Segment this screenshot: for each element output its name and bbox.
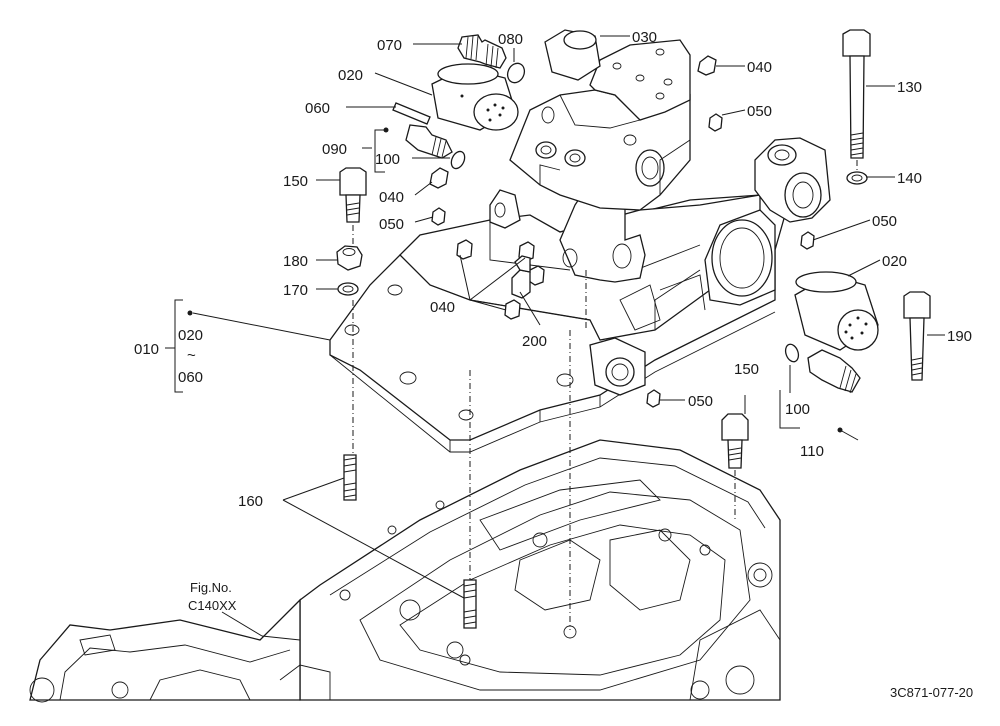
drawing-code: 3C871-077-20	[890, 685, 973, 700]
figure-reference: Fig.No. C140XX 3C871-077-20	[188, 580, 973, 700]
callout-080: 080	[498, 31, 523, 48]
callout-020: 020	[338, 67, 363, 84]
callout-140: 140	[897, 170, 922, 187]
part-100-o-ring-upper	[450, 150, 466, 170]
callout-100: 100	[375, 151, 400, 168]
callout-050: 050	[872, 213, 897, 230]
callout-040: 040	[747, 59, 772, 76]
callout-010-range-start: 020	[178, 327, 203, 344]
callout-050: 050	[747, 103, 772, 120]
part-130-bolt	[842, 29, 871, 159]
callout-030: 030	[632, 29, 657, 46]
callout-100: 100	[785, 401, 810, 418]
part-190-bolt	[903, 291, 931, 381]
callout-040: 040	[379, 189, 404, 206]
part-090-fitting	[405, 124, 453, 159]
callout-150: 150	[283, 173, 308, 190]
callout-170: 170	[283, 282, 308, 299]
part-160-studs	[343, 454, 477, 629]
callout-160: 160	[238, 493, 263, 510]
transmission-case	[29, 439, 781, 703]
callout-050: 050	[379, 216, 404, 233]
callout-180: 180	[283, 253, 308, 270]
callout-040: 040	[430, 299, 455, 316]
callout-060: 060	[305, 100, 330, 117]
callout-010: 010	[134, 341, 159, 358]
valve-block	[509, 39, 691, 211]
part-070-fitting	[457, 34, 507, 69]
callout-200: 200	[522, 333, 547, 350]
part-150-bolt-upper	[339, 167, 367, 223]
callout-090: 090	[322, 141, 347, 158]
callout-010-range-end: 060	[178, 369, 203, 386]
leader-lines	[165, 35, 945, 641]
part-170-washer	[337, 282, 359, 296]
part-020-bushing-upper	[431, 63, 519, 131]
lift-arm-bracket	[754, 137, 831, 223]
callout-010-range-tilde: ~	[187, 347, 196, 364]
part-080-o-ring	[506, 62, 526, 84]
callout-020: 020	[882, 253, 907, 270]
part-200-fitting	[511, 255, 531, 299]
fig-code: C140XX	[188, 598, 237, 613]
part-110-fitting	[807, 349, 861, 394]
part-140-washer	[846, 171, 868, 185]
callout-labels: 070 080 030 040 130 020 050 060 090 100 …	[134, 29, 972, 510]
part-050-plugs	[431, 113, 815, 408]
part-100-o-ring-lower	[784, 343, 800, 363]
part-030-sleeve	[544, 29, 601, 81]
part-180-nut	[336, 245, 363, 271]
callout-190: 190	[947, 328, 972, 345]
part-060-pin	[392, 102, 431, 125]
callout-070: 070	[377, 37, 402, 54]
center-lines	[352, 160, 858, 630]
part-150-bolt-lower	[721, 413, 749, 469]
part-020-bushing-lower	[794, 271, 879, 351]
callout-050: 050	[688, 393, 713, 410]
callout-110: 110	[800, 443, 824, 460]
callout-130: 130	[897, 79, 922, 96]
hydraulic-cylinder-case	[329, 186, 786, 453]
fig-label: Fig.No.	[190, 580, 232, 595]
callout-150: 150	[734, 361, 759, 378]
